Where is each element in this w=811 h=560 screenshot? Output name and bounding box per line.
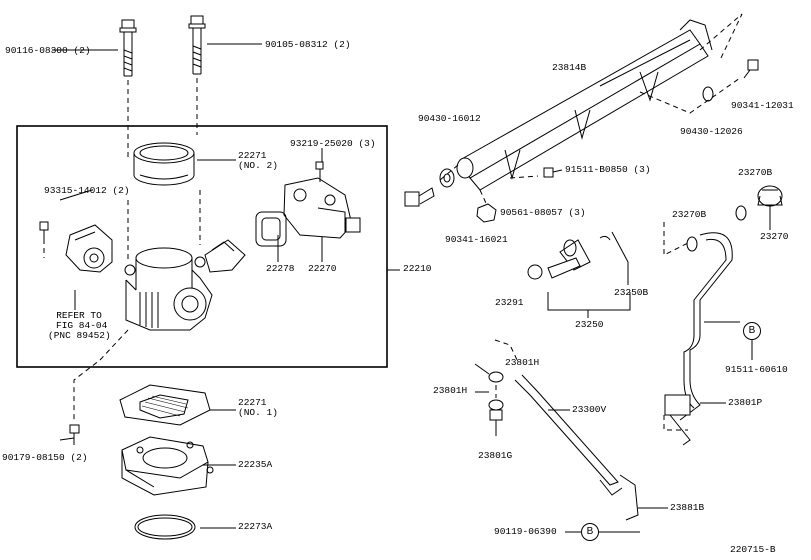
label-22210[interactable]: 22210	[403, 263, 432, 274]
ring-22273A-icon	[134, 514, 196, 540]
label-22271-no1-sub: (NO. 1)	[238, 407, 278, 418]
label-23291[interactable]: 23291	[495, 297, 524, 308]
washer-90430-16012-icon	[439, 168, 455, 188]
gasket-no2-icon	[133, 142, 195, 186]
gasket-23801H-top-icon	[488, 371, 504, 383]
label-22278[interactable]: 22278	[266, 263, 295, 274]
throttle-body-icon	[124, 239, 246, 331]
label-93315[interactable]: 93315-14012 (2)	[44, 185, 130, 196]
bolt-90105-icon	[188, 15, 206, 75]
insulator-23291-icon	[527, 264, 543, 280]
refer-line-2[interactable]: FIG 84-04	[56, 320, 108, 331]
screw-93315-icon	[39, 221, 49, 240]
label-93219[interactable]: 93219-25020 (3)	[290, 138, 376, 149]
label-23801G[interactable]: 23801G	[478, 450, 513, 461]
label-22270[interactable]: 22270	[308, 263, 337, 274]
label-23250[interactable]: 23250	[575, 319, 604, 330]
label-23250B[interactable]: 23250B	[614, 287, 649, 298]
damper-23270-icon	[757, 185, 783, 207]
gasket-23270B-icon	[735, 205, 747, 221]
clamp-23881B-icon	[619, 474, 639, 521]
label-23814B[interactable]: 23814B	[552, 62, 587, 73]
label-23270[interactable]: 23270	[760, 231, 789, 242]
gasket-23801H-bottom-icon	[488, 399, 504, 411]
label-90119[interactable]: 90119-06390	[494, 526, 557, 537]
label-90430-12026[interactable]: 90430-12026	[680, 126, 743, 137]
label-23270B-upper[interactable]: 23270B	[738, 167, 773, 178]
label-23801H-bottom[interactable]: 23801H	[433, 385, 468, 396]
label-90561[interactable]: 90561-08057 (3)	[500, 207, 586, 218]
label-22273A[interactable]: 22273A	[238, 521, 273, 532]
spacer-22235A-icon	[121, 436, 214, 496]
label-90341-12031[interactable]: 90341-12031	[731, 100, 794, 111]
label-90341-16021[interactable]: 90341-16021	[445, 234, 508, 245]
label-90430-16012[interactable]: 90430-16012	[418, 113, 481, 124]
washer-90430-12026-icon	[702, 86, 714, 102]
label-22235A[interactable]: 22235A	[238, 459, 273, 470]
label-23270B-lower[interactable]: 23270B	[672, 209, 707, 220]
callout-b-lower[interactable]: B	[581, 523, 599, 541]
label-22271-no2[interactable]: 22271	[238, 150, 267, 161]
bolt-90116-icon	[119, 19, 137, 77]
injector-icon	[547, 239, 591, 279]
fuel-pipe-icon	[664, 232, 733, 446]
label-90105[interactable]: 90105-08312 (2)	[265, 39, 351, 50]
bolt-90341-12031-icon	[743, 59, 759, 79]
bolt-23801G-icon	[489, 409, 503, 436]
label-23801P[interactable]: 23801P	[728, 397, 763, 408]
label-90116[interactable]: 90116-08300 (2)	[5, 45, 91, 56]
refer-line-1: REFER TO	[56, 310, 102, 321]
iac-valve-icon	[283, 177, 361, 239]
oring-23250B-icon	[599, 235, 611, 241]
bolt-91511-b0850-icon	[543, 167, 563, 178]
label-91511-60610[interactable]: 91511-60610	[725, 364, 788, 375]
screw-93219-icon	[315, 161, 324, 182]
refer-line-3: (PNC 89452)	[48, 330, 111, 341]
gasket-no1-icon	[119, 384, 211, 426]
label-23300V[interactable]: 23300V	[572, 404, 607, 415]
callout-b-upper[interactable]: B	[743, 322, 761, 340]
throttle-sensor-icon	[65, 224, 113, 273]
bolt-90179-icon	[69, 424, 80, 445]
assembly-frame	[16, 125, 388, 368]
label-22271-no1[interactable]: 22271	[238, 397, 267, 408]
fuel-hose-icon	[514, 374, 623, 496]
bolt-90341-16021-icon	[404, 187, 435, 207]
diagram-id: 220715-B	[730, 544, 776, 555]
label-23881B[interactable]: 23881B	[670, 502, 705, 513]
label-90179[interactable]: 90179-08150 (2)	[2, 452, 88, 463]
label-22271-no2-sub: (NO. 2)	[238, 160, 278, 171]
label-23801H-top[interactable]: 23801H	[505, 357, 540, 368]
nut-90561-icon	[476, 203, 497, 223]
gasket-22278-icon	[255, 211, 287, 247]
gasket-23270B-lower-icon	[686, 236, 698, 252]
label-91511-b0850[interactable]: 91511-B0850 (3)	[565, 164, 651, 175]
